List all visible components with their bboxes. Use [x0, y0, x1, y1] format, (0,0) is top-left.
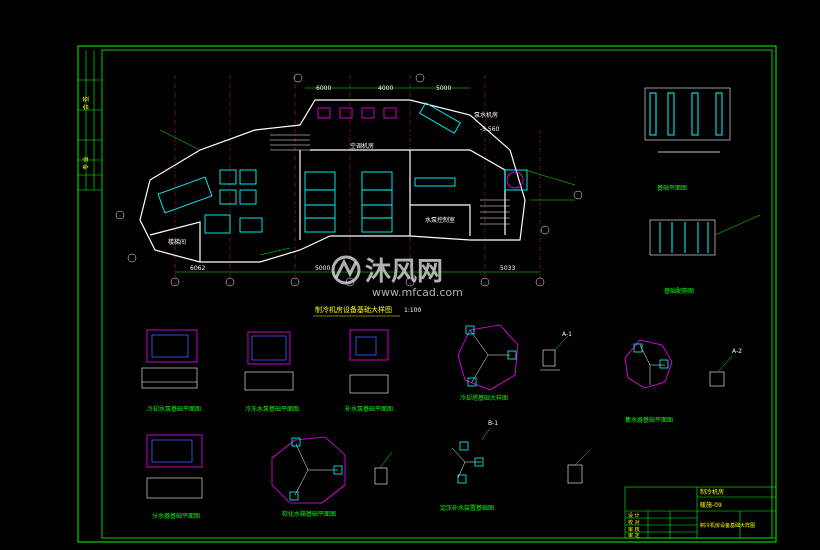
inner-frame [101, 49, 773, 539]
dim-top-1: 6000 [316, 85, 331, 92]
title-block [624, 486, 777, 539]
detail-small-2 [567, 449, 591, 484]
detail-small-1: 定压补水装置基础图 [440, 427, 494, 512]
sidebar-label-1: 会 签 [82, 96, 90, 110]
watermark: 沐风网 www.mfcad.com [331, 255, 463, 299]
detail-pump-base-1: 冷却水泵基础平面图 [141, 329, 201, 413]
detail-pump-base-2: 冷冻水泵基础平面图 [244, 331, 299, 413]
main-plan-scale: 1:100 [404, 307, 421, 314]
section-detail-1: 基础平面图 [644, 87, 731, 192]
section-caption-2: 基础配筋图 [664, 287, 694, 295]
section-detail-2: 基础配筋图 [649, 214, 761, 295]
watermark-logo-icon [331, 255, 361, 285]
title-block-row-1: 设 计 [628, 512, 640, 519]
title-block-row-3: 审 核 [628, 526, 640, 533]
room-pump: 泵水机房 [474, 111, 498, 119]
detail-caption-3: 补水泵基础平面图 [345, 405, 393, 413]
dim-top-3: 5000 [436, 85, 451, 92]
detail-octagon-1: 冷却塔基础大样图 [457, 324, 569, 402]
dim-top-2: 4000 [378, 85, 393, 92]
title-block-drawing-name: 制冷机房设备基础大样图 [700, 522, 755, 529]
callout-2: A-2 [732, 348, 742, 355]
dim-bottom-1: 6062 [190, 265, 205, 272]
left-sidebar-strip [78, 50, 102, 191]
main-plan-title: 制冷机房设备基础大样图 [315, 305, 392, 314]
detail-pump-base-3: 补水泵基础平面图 [345, 329, 393, 413]
title-block-row-4: 审 定 [628, 532, 640, 539]
detail-caption-1: 冷却水泵基础平面图 [147, 405, 201, 413]
dim-bottom-3: 5033 [500, 265, 515, 272]
detail-caption-6: 分水器基础平面图 [152, 512, 200, 520]
room-air-handling: 空调机房 [350, 142, 374, 150]
detail-caption-7: 软化水箱基础平面图 [282, 510, 336, 518]
detail-pump-base-4: 分水器基础平面图 [146, 434, 203, 520]
watermark-url: www.mfcad.com [372, 286, 463, 299]
detail-caption-8: 定压补水装置基础图 [440, 504, 494, 512]
callout-1: A-1 [562, 331, 572, 338]
detail-caption-4: 冷却塔基础大样图 [460, 394, 508, 402]
detail-octagon-3: 软化水箱基础平面图 [271, 436, 393, 518]
title-block-sheet: 暖施-09 [700, 501, 722, 509]
sidebar-label-2: 专 业 [82, 156, 90, 170]
level-mark: -5.560 [480, 126, 500, 133]
outer-frame [77, 45, 777, 543]
dim-bottom-2: 5000 [315, 265, 330, 272]
watermark-brand: 沐风网 [365, 257, 443, 287]
detail-caption-5: 集水器基础平面图 [625, 416, 673, 424]
section-caption-1: 基础平面图 [657, 184, 687, 192]
room-lift: 水泵控制室 [425, 216, 455, 224]
detail-caption-2: 冷冻水泵基础平面图 [245, 405, 299, 413]
detail-octagon-2: 集水器基础平面图 [624, 339, 733, 424]
title-block-row-2: 校 对 [628, 519, 640, 526]
title-block-project: 制冷机房 [700, 488, 724, 496]
main-floor-plan: 6000 4000 5000 6062 5000 5033 -5.560 空调机… [115, 73, 583, 317]
callout-3: B-1 [488, 420, 498, 427]
room-stair: 楼梯间 [168, 238, 186, 246]
